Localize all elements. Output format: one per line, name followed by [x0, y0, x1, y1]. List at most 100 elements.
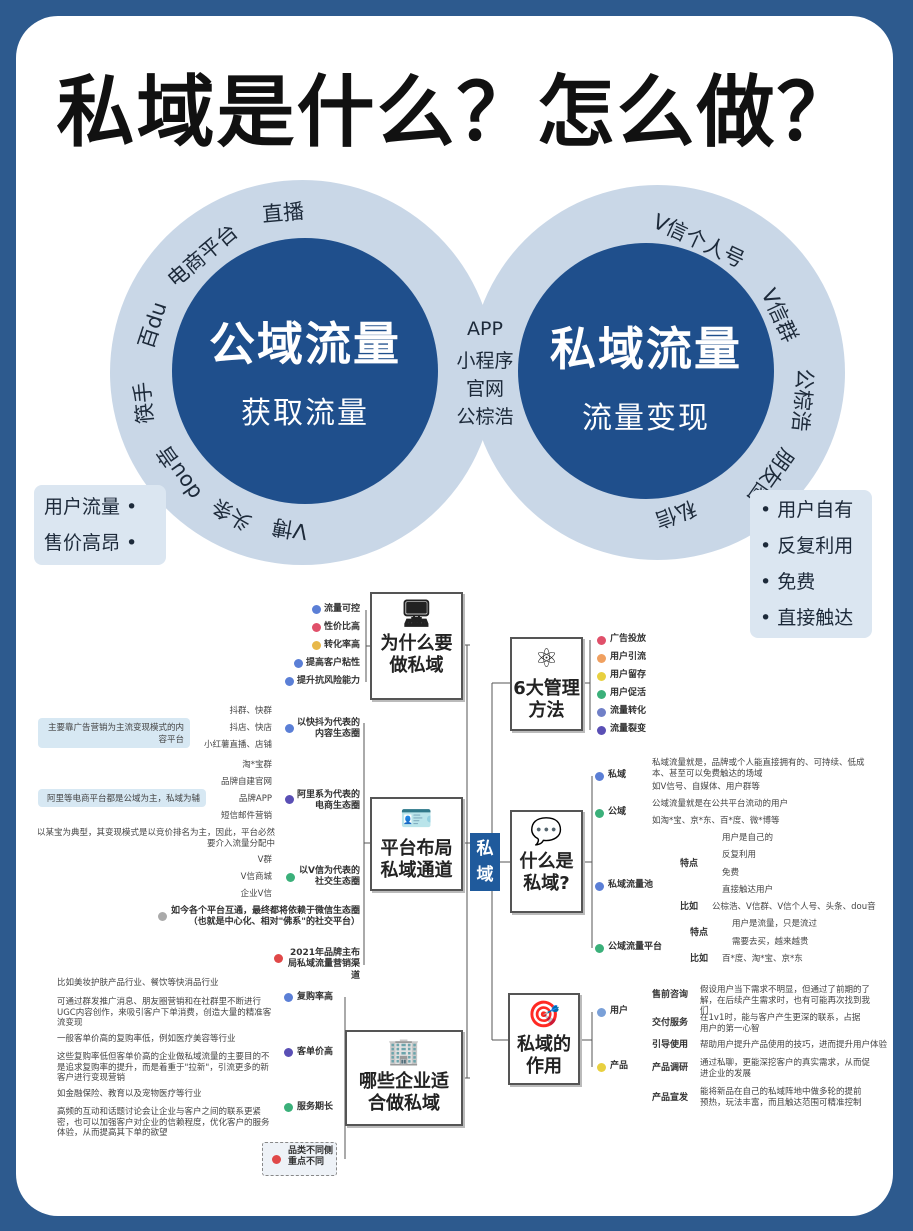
social-label: 以V信为代表的社交生态圈 [299, 866, 360, 888]
bullet-icon [312, 605, 321, 614]
bullet-icon [284, 1103, 293, 1112]
what-label: 私域 [608, 770, 627, 780]
which-label: 复购率高 [297, 992, 334, 1002]
bullet-icon [595, 772, 604, 781]
bullet-icon [274, 954, 283, 963]
which-note: 一般客单价高的复购率低，例如医疗美容等行业 [57, 1034, 236, 1044]
trait: • 反复利用 [760, 535, 854, 557]
why-item: 提升抗风险能力 [296, 676, 360, 686]
private-subtitle: 流量变现 [582, 401, 710, 436]
platform-summary: 如今各个平台互通，最终都将依赖于微信生态圈（也就是中心化、相对"佛系"的社交平台… [170, 906, 360, 928]
bullet-icon [597, 636, 606, 645]
bullet-icon [284, 1048, 293, 1057]
overlap-item: 公棕浩 [456, 406, 514, 428]
pool-feature-item: 免费 [722, 868, 740, 878]
why-item: 性价比高 [323, 622, 360, 632]
node-platform: 🪪平台布局私域通道 [370, 797, 463, 891]
bullet-icon [272, 1155, 281, 1164]
bullet-icon [597, 1008, 606, 1017]
what-label: 公域 [608, 807, 627, 817]
which-note: 高频的互动和话题讨论会让企业与客户之间的联系更紧密，也可以加强客户对企业的信赖程… [57, 1107, 270, 1139]
bullet-icon [312, 641, 321, 650]
platform-feature: 特点 [690, 928, 709, 938]
trait: 售价高昂 • [44, 532, 138, 554]
bullet-icon [595, 809, 604, 818]
method-item: 用户促活 [610, 688, 647, 698]
ecommerce-note: 阿里等电商平台都是公域为主，私域为辅 [38, 789, 206, 807]
platform-item: V群 [257, 855, 272, 865]
why-item: 流量可控 [323, 604, 360, 614]
method-item: 广告投放 [610, 634, 647, 644]
role-item-text: 能将新品在自己的私域阵地中做多轮的提前预热，玩法丰富，而且触达范围可精准控制 [700, 1087, 862, 1108]
bullet-icon [597, 1063, 606, 1072]
what-note: 如V信号、自媒体、用户群等 [652, 782, 760, 792]
role-item-label: 产品调研 [652, 1063, 689, 1073]
badge-icon: 🪪 [400, 804, 433, 834]
pool-feature-item: 直接触达用户 [722, 885, 774, 895]
content-label: 以快抖为代表的内容生态圈 [296, 718, 360, 740]
public-subtitle: 获取流量 [241, 396, 369, 431]
role-item-text: 通过私聊，更能深挖客户的真实需求，从而促进企业的发展 [700, 1058, 871, 1079]
platform-item: 品牌APP [238, 794, 272, 804]
trait: • 免费 [760, 571, 816, 593]
role-item-text: 假设用户当下需求不明显，但通过了前期的了解，在后续产生需求时，也有可能再次找到我… [700, 985, 871, 1017]
role-item-label: 交付服务 [652, 1018, 689, 1028]
node-methods: ⚛6大管理方法 [510, 637, 583, 731]
what-label: 私域流量池 [608, 880, 654, 890]
platform-year: 2021年品牌主布局私域流量营销渠道 [287, 948, 360, 981]
role-label: 用户 [610, 1006, 629, 1016]
overlap-item: 官网 [465, 378, 504, 400]
node-what: 💬什么是私域? [510, 810, 583, 913]
role-item-label: 产品宣发 [652, 1093, 689, 1103]
trait: • 用户自有 [760, 499, 854, 521]
pool-feature-item: 用户是自己的 [722, 833, 774, 843]
private-traits: • 用户自有 • 反复利用 • 免费 • 直接触达 [750, 490, 872, 638]
building-icon: 🏢 [387, 1037, 421, 1067]
why-item: 提高客户粘性 [305, 658, 360, 668]
role-item-label: 售前咨询 [652, 990, 689, 1000]
node-why: 🖥为什么要做私域 [370, 592, 463, 700]
platform-item: 短信邮件营销 [220, 811, 272, 821]
bullet-icon [597, 726, 606, 735]
what-note: 私域流量就是，品牌或个人能直接拥有的、可持续、低成本、甚至可以免费触达的场域 [652, 758, 865, 779]
role-item-text: 帮助用户提升产品使用的技巧，进而提升用户体验 [700, 1040, 888, 1050]
platform-example: 百*度、淘*宝、京*东 [722, 954, 803, 964]
bullet-icon [286, 873, 295, 882]
conversation-icon: 💬 [530, 817, 563, 847]
bullet-icon [597, 672, 606, 681]
atom-icon: ⚛ [534, 644, 559, 674]
bullet-icon [158, 912, 167, 921]
ecommerce-label: 阿里系为代表的电商生态圈 [296, 790, 360, 812]
platform-example-label: 比如 [690, 954, 709, 964]
ecommerce-extra: 以某宝为典型，其变现模式是以竞价排名为主，因此，平台必然要介入流量分配中 [36, 828, 275, 849]
page-title: 私域是什么？怎么做？ [56, 68, 857, 158]
node-which: 🏢哪些企业适合做私域 [345, 1030, 463, 1126]
platform-item: 企业V信 [240, 889, 272, 899]
node-title: 6大管理方法 [513, 677, 580, 722]
which-extra: 品类不同侧重点不同 [288, 1146, 334, 1168]
which-note: 可通过群发推广消息、朋友圈营销和在社群里不断进行UGC内容创作，来吸引客户下单消… [57, 997, 272, 1029]
bullet-icon [294, 659, 303, 668]
public-title: 公域流量 [209, 317, 401, 371]
overlap-item: APP [467, 318, 503, 340]
node-title: 哪些企业适合做私域 [359, 1070, 449, 1115]
target-icon: 🎯 [527, 1000, 561, 1030]
pool-feature-item: 反复利用 [722, 850, 757, 860]
public-traits: 用户流量 • 售价高昂 • [34, 485, 166, 565]
pool-example: 公棕浩、V信群、V信个人号、头条、dou音 [712, 902, 876, 912]
bullet-icon [597, 654, 606, 663]
method-item: 用户留存 [610, 670, 647, 680]
role-item-label: 引导使用 [652, 1040, 689, 1050]
method-item: 流量裂变 [610, 724, 647, 734]
which-note: 比如美妆护肤产品行业、餐饮等快消品行业 [57, 978, 219, 988]
private-title: 私域流量 [550, 322, 742, 376]
platform-item: 小红薯直播、店铺 [203, 740, 272, 750]
trait: • 直接触达 [760, 607, 854, 629]
node-title: 为什么要做私域 [380, 632, 453, 677]
which-label: 客单价高 [297, 1047, 334, 1057]
what-label: 公域流量平台 [608, 942, 663, 952]
which-label: 服务期长 [297, 1102, 334, 1112]
bullet-icon [597, 690, 606, 699]
node-title: 私域的作用 [517, 1033, 571, 1078]
bullet-icon [595, 882, 604, 891]
